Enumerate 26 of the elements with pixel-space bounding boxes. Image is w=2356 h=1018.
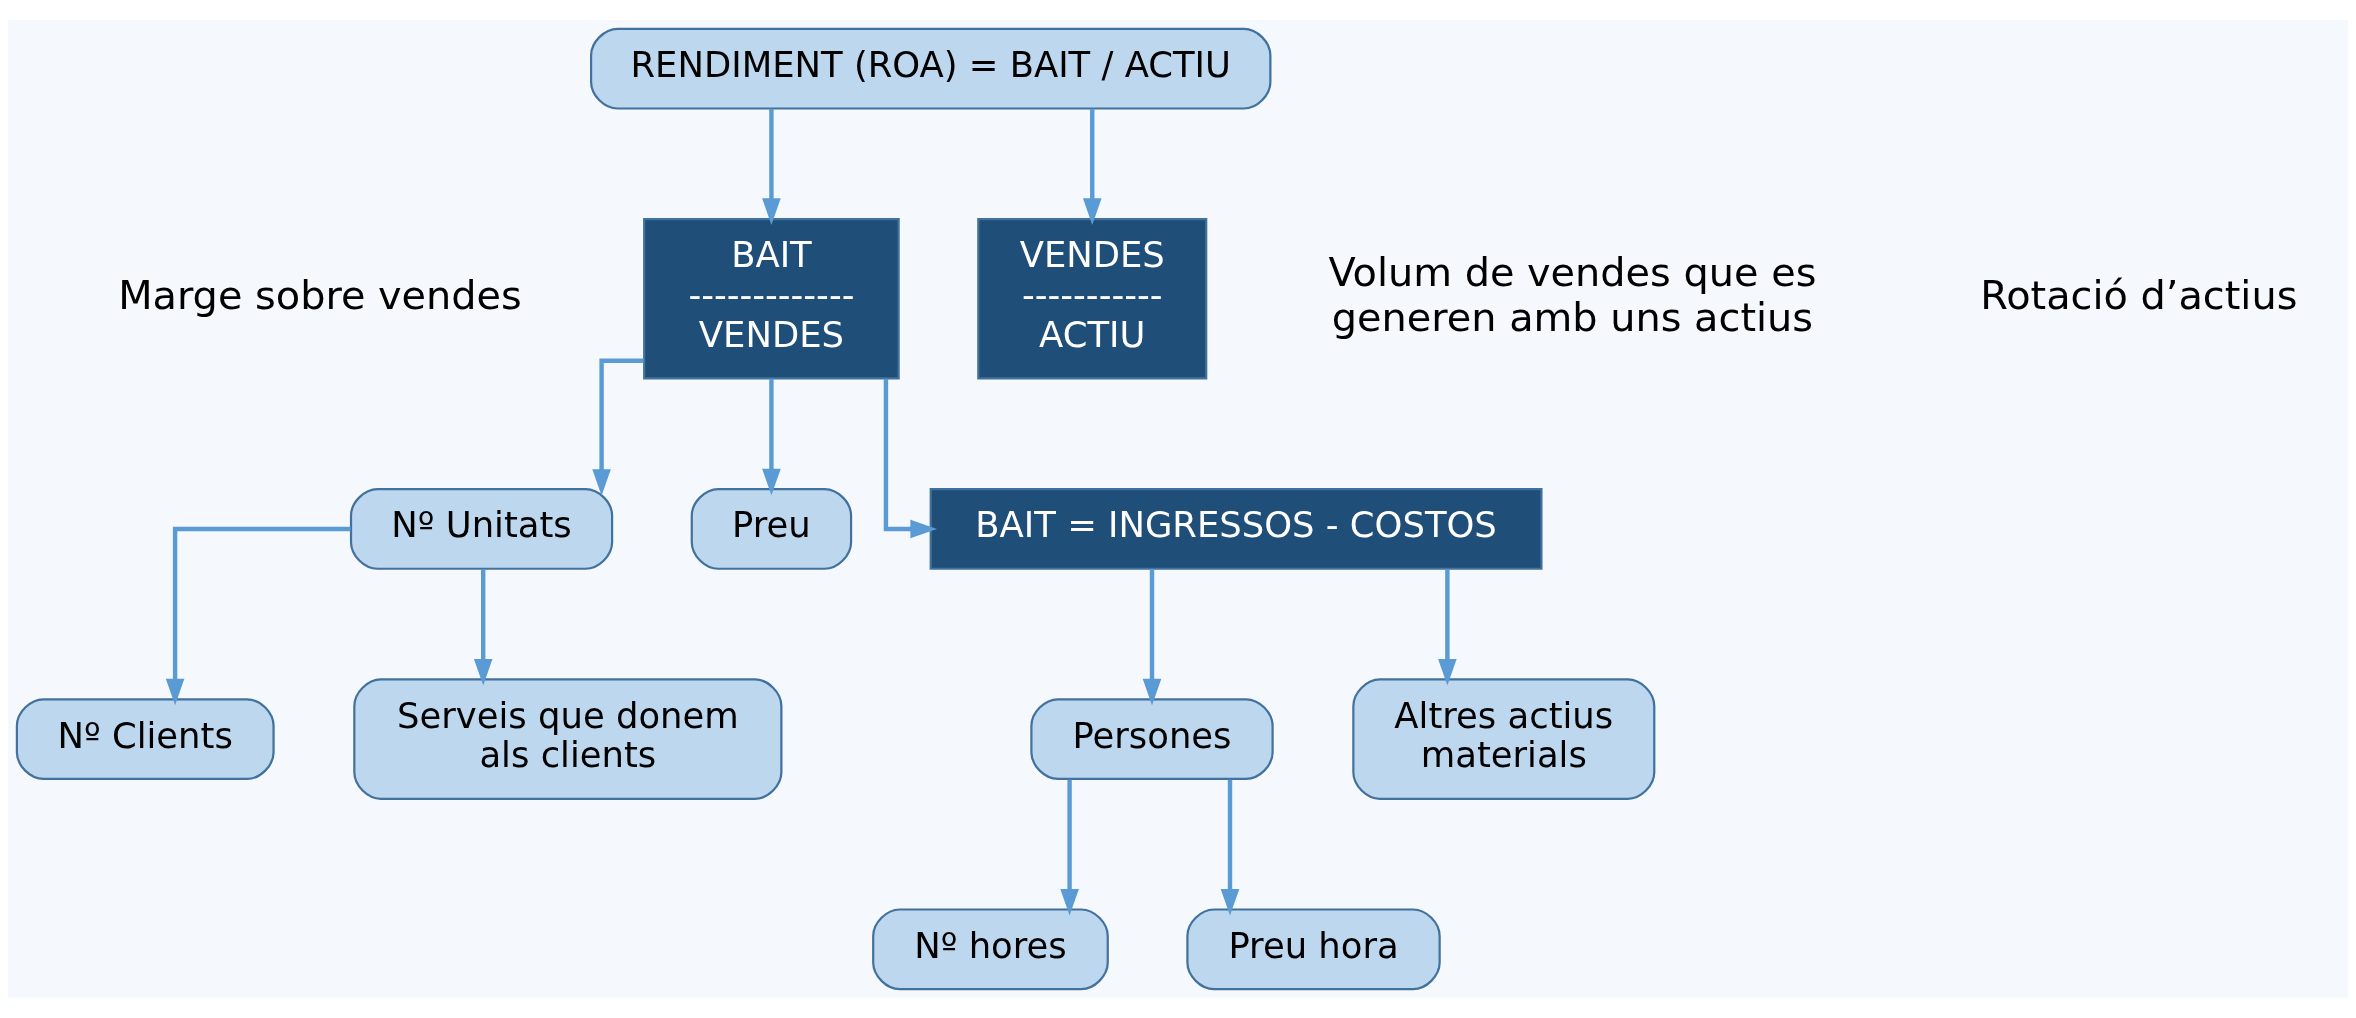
arrow bbox=[1220, 779, 1240, 916]
node-box: Preu hora bbox=[1186, 908, 1441, 991]
node-box: Altres actius materials bbox=[1352, 678, 1656, 800]
node-box: Nº Clients bbox=[15, 698, 275, 781]
arrow bbox=[762, 378, 781, 496]
node-box: RENDIMENT (ROA) = BAIT / ACTIU bbox=[590, 27, 1272, 110]
node-box: Preu bbox=[690, 488, 853, 570]
arrow bbox=[592, 358, 644, 496]
node-box: BAIT ------------- VENDES bbox=[643, 218, 900, 380]
arrow bbox=[473, 569, 493, 686]
arrow bbox=[1082, 108, 1102, 225]
node-box: Serveis que donem als clients bbox=[353, 678, 783, 800]
arrow bbox=[1142, 569, 1162, 706]
label: Rotació d’actius bbox=[1980, 271, 2298, 318]
node-box: VENDES ----------- ACTIU bbox=[977, 218, 1208, 380]
label: Marge sobre vendes bbox=[118, 271, 522, 318]
label: Volum de vendes que es generen amb uns actius bbox=[1328, 249, 1817, 340]
arrow bbox=[165, 526, 351, 706]
node-box: Persones bbox=[1030, 698, 1274, 781]
arrow bbox=[762, 108, 781, 225]
arrow bbox=[1060, 779, 1079, 916]
node-box: Nº Unitats bbox=[349, 488, 614, 570]
node-box: BAIT = INGRESSOS - COSTOS bbox=[929, 488, 1543, 570]
arrow bbox=[883, 378, 937, 539]
arrow bbox=[1438, 569, 1457, 686]
node-box: Nº hores bbox=[872, 908, 1109, 991]
